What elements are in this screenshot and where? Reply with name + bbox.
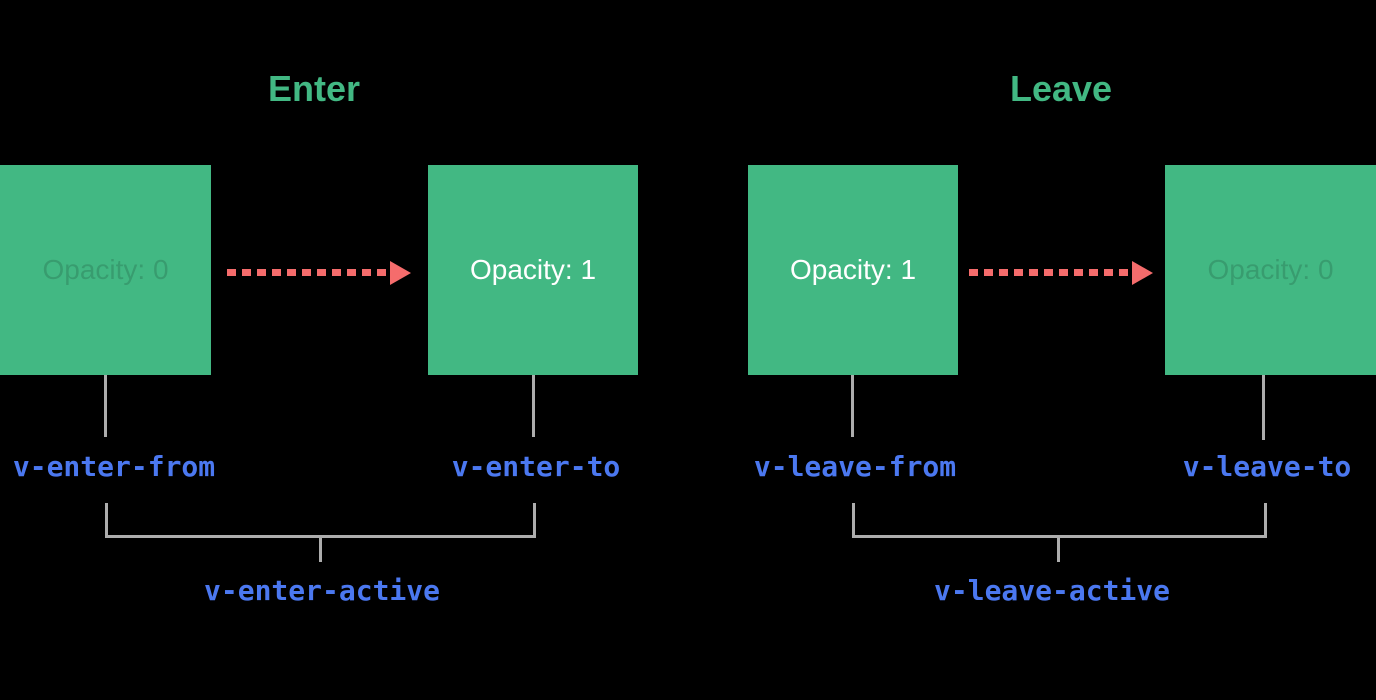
- leave-to-connector-line: [1262, 375, 1265, 440]
- enter-active-bracket-stem: [319, 536, 322, 562]
- enter-active-bracket: [105, 503, 536, 538]
- leave-from-box: Opacity: 1: [748, 165, 958, 375]
- leave-from-class-label: v-leave-from: [753, 450, 957, 483]
- leave-to-box: Opacity: 0: [1165, 165, 1376, 375]
- leave-title: Leave: [1009, 68, 1113, 109]
- enter-to-connector-line: [532, 375, 535, 437]
- enter-to-box-label: Opacity: 1: [469, 254, 597, 285]
- enter-title: Enter: [267, 68, 361, 109]
- enter-to-box: Opacity: 1: [428, 165, 638, 375]
- leave-to-class-label: v-leave-to: [1182, 450, 1352, 483]
- leave-from-box-label: Opacity: 1: [789, 254, 917, 285]
- leave-from-connector-line: [851, 375, 854, 437]
- enter-active-class-label: v-enter-active: [203, 574, 441, 607]
- enter-to-class-label: v-enter-to: [451, 450, 621, 483]
- enter-from-class-label: v-enter-from: [12, 450, 216, 483]
- leave-active-class-label: v-leave-active: [933, 574, 1171, 607]
- enter-dashed-arrow-line-icon: [227, 269, 390, 276]
- leave-to-box-label: Opacity: 0: [1207, 254, 1334, 285]
- enter-from-box: Opacity: 0: [0, 165, 211, 375]
- leave-active-bracket-stem: [1057, 536, 1060, 562]
- enter-from-connector-line: [104, 375, 107, 437]
- enter-arrow-right-head-icon: [390, 261, 411, 285]
- enter-from-box-label: Opacity: 0: [42, 254, 169, 285]
- leave-active-bracket: [852, 503, 1267, 538]
- leave-dashed-arrow-line-icon: [969, 269, 1132, 276]
- leave-arrow-right-head-icon: [1132, 261, 1153, 285]
